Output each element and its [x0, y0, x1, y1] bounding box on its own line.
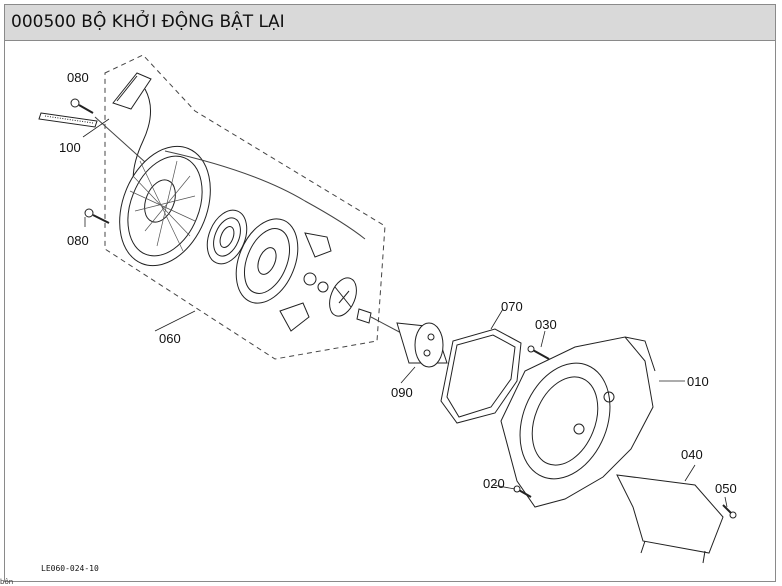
title-bar: 000500 BỘ KHỞI ĐỘNG BẬT LẠI — [5, 5, 775, 41]
part-label-010: 010 — [687, 374, 709, 389]
bolt-080-left — [84, 208, 110, 224]
part-label-050: 050 — [715, 481, 737, 496]
exploded-parts-diagram: 080 100 080 060 070 030 090 010 020 040 … — [38, 54, 737, 573]
decal-strip — [38, 112, 98, 128]
bolt-050 — [722, 504, 737, 519]
drawing-code: LE060-024-10 — [41, 564, 99, 573]
starter-cover — [119, 145, 211, 267]
part-label-080-left: 080 — [67, 233, 89, 248]
starter-cup — [396, 322, 448, 368]
diagram-frame: 000500 BỘ KHỞI ĐỘNG BẬT LẠI — [4, 4, 776, 582]
starter-rope — [164, 150, 366, 240]
part-label-040: 040 — [681, 447, 703, 462]
rope-reel — [235, 218, 299, 304]
part-label-020: 020 — [483, 476, 505, 491]
bolt-080-top — [70, 98, 94, 114]
bolt-030 — [527, 345, 550, 360]
part-label-070: 070 — [501, 299, 523, 314]
part-label-100: 100 — [59, 140, 81, 155]
center-screw — [356, 308, 372, 324]
page-title: 000500 BỘ KHỞI ĐỘNG BẬT LẠI — [11, 12, 285, 32]
gasket — [440, 328, 522, 424]
part-label-060: 060 — [159, 331, 181, 346]
corner-text: bôn — [0, 578, 14, 586]
part-label-030: 030 — [535, 317, 557, 332]
fan-housing — [500, 336, 656, 508]
ratchet-plate — [329, 277, 357, 317]
assembly-group-outline — [104, 54, 386, 360]
pawl-parts — [279, 232, 332, 332]
part-label-080-top: 080 — [67, 70, 89, 85]
part-label-090: 090 — [391, 385, 413, 400]
guard-cover — [616, 474, 724, 564]
